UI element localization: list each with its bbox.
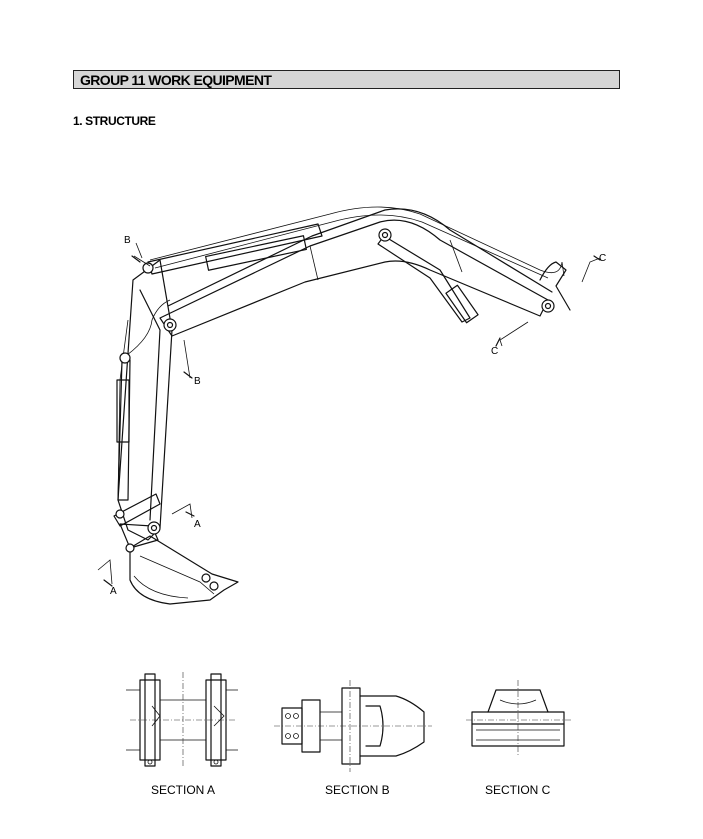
- section-c-label: SECTION C: [485, 783, 551, 797]
- boom-cylinder: [377, 235, 479, 324]
- callout-a-bottom: A: [110, 586, 117, 597]
- boom-hoses: [149, 206, 565, 277]
- callout-c-top: C: [599, 253, 606, 264]
- arm: [117, 259, 173, 541]
- bucket-linkage: [113, 493, 161, 549]
- group-title: GROUP 11 WORK EQUIPMENT: [80, 72, 272, 88]
- callout-b-top: B: [124, 235, 131, 246]
- boom-foot-bracket: [539, 261, 571, 311]
- bucket: [129, 535, 239, 605]
- boom: [159, 208, 553, 337]
- callout-a-top: A: [194, 519, 201, 530]
- section-b-label: SECTION B: [325, 783, 390, 797]
- callout-c-bottom: C: [491, 346, 498, 357]
- section-callouts: B B A A C C: [97, 235, 606, 597]
- section-heading: 1. STRUCTURE: [73, 114, 156, 128]
- group-header-bar: GROUP 11 WORK EQUIPMENT: [73, 70, 620, 89]
- section-c-drawing: [466, 680, 572, 756]
- pin-joints: [115, 228, 555, 591]
- section-a-drawing: [126, 672, 238, 768]
- section-b-drawing: [274, 680, 432, 772]
- callout-b-mid: B: [194, 376, 201, 387]
- section-a-label: SECTION A: [151, 783, 216, 797]
